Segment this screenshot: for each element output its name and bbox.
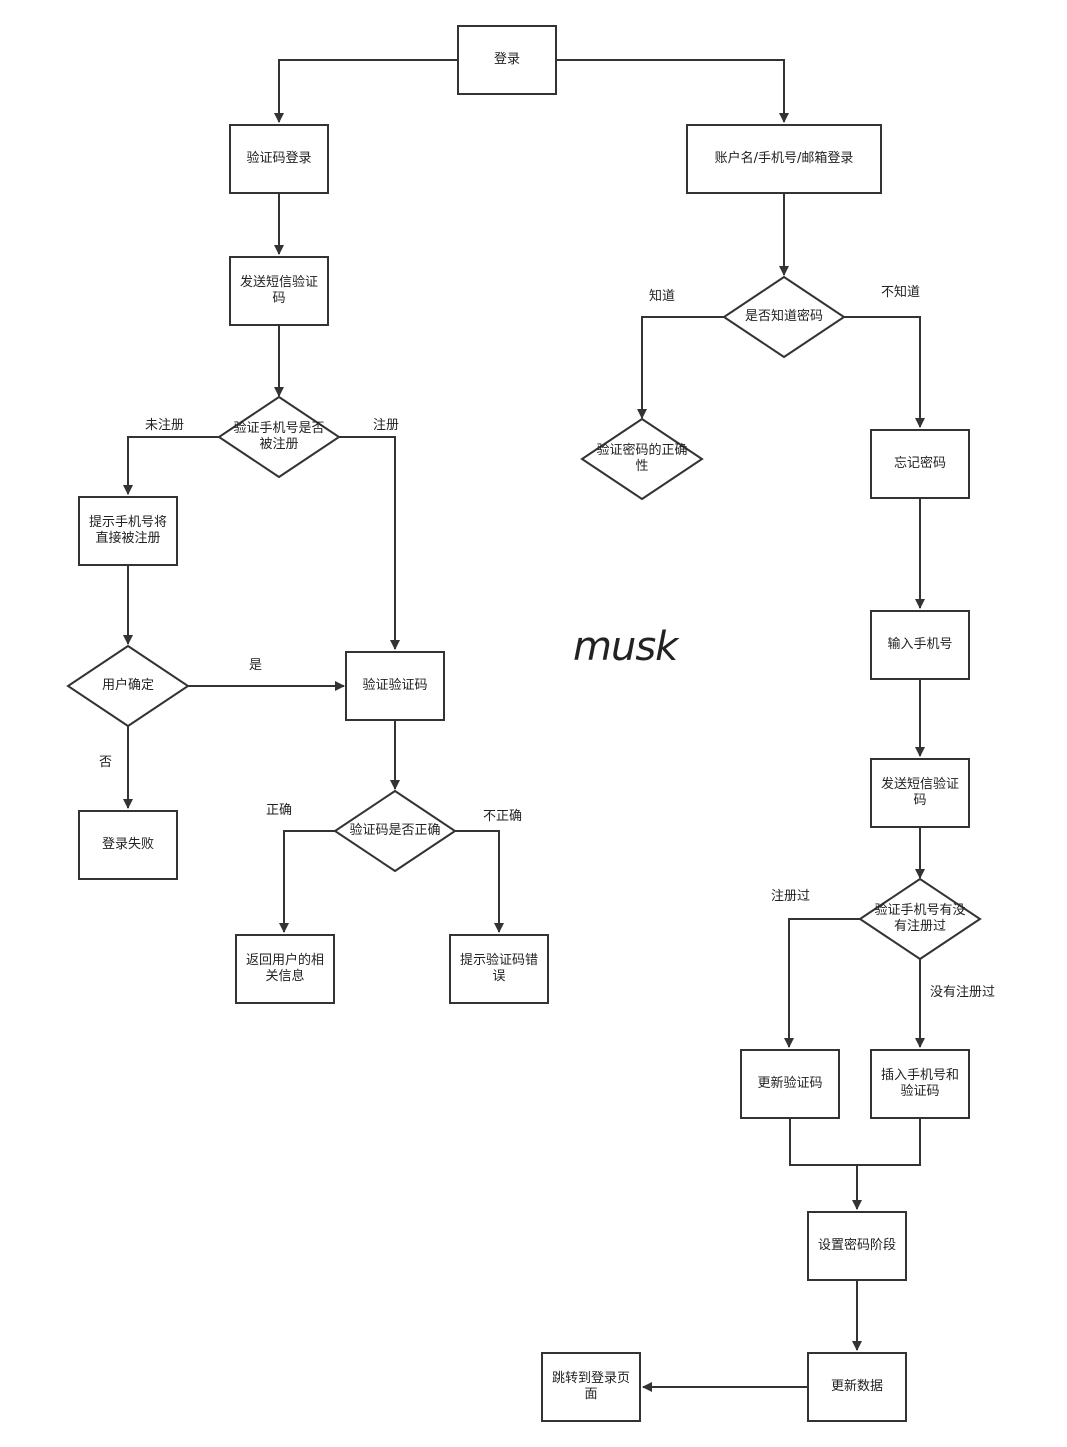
node-insert-phone-code: 插入手机号和验证码 — [870, 1049, 970, 1119]
edge-login-to-account-login — [557, 59, 789, 123]
decision-code-correct-shape — [333, 789, 457, 873]
edge-has-registered — [784, 918, 860, 1048]
node-send-sms-left: 发送短信验证码 — [229, 256, 329, 326]
node-code-login: 验证码登录 — [229, 124, 329, 194]
label-dont-know: 不知道 — [881, 285, 921, 300]
node-input-phone: 输入手机号 — [870, 610, 970, 680]
label-unregistered: 未注册 — [145, 418, 185, 433]
decision-user-confirm-shape — [66, 644, 190, 728]
node-update-code: 更新验证码 — [740, 1049, 840, 1119]
edge-dont-know — [844, 316, 925, 428]
decision-verify-password: 验证密码的正确性 — [596, 443, 688, 474]
decision-code-correct: 验证码是否正确 — [349, 823, 441, 838]
decision-know-password: 是否知道密码 — [744, 309, 823, 324]
label-yes: 是 — [249, 658, 263, 673]
label-no: 否 — [99, 755, 113, 770]
label-has-registered: 注册过 — [771, 889, 811, 904]
label-registered: 注册 — [373, 418, 400, 433]
edge-login-to-code-login — [274, 59, 457, 123]
node-send-sms-right: 发送短信验证码 — [870, 758, 970, 828]
node-login: 登录 — [457, 25, 557, 95]
node-return-user-info: 返回用户的相关信息 — [235, 934, 335, 1004]
decision-check-registered: 验证手机号是否被注册 — [233, 421, 325, 452]
decision-user-confirm: 用户确定 — [101, 678, 154, 693]
edge-merge — [789, 1119, 921, 1166]
decision-know-password-shape — [722, 275, 846, 359]
decision-verify-password-shape — [580, 417, 704, 501]
node-set-password: 设置密码阶段 — [807, 1211, 907, 1281]
decision-check-registered-shape — [217, 395, 341, 479]
edge-incorrect — [455, 830, 504, 933]
label-not-registered: 没有注册过 — [930, 985, 996, 1000]
watermark-text: musk — [573, 624, 678, 670]
decision-check-phone-shape — [858, 877, 982, 961]
edge-know — [637, 316, 724, 419]
label-correct: 正确 — [266, 803, 293, 818]
label-incorrect: 不正确 — [483, 809, 523, 824]
node-forgot-password: 忘记密码 — [870, 429, 970, 499]
node-account-login: 账户名/手机号/邮箱登录 — [686, 124, 882, 194]
label-know: 知道 — [649, 289, 676, 304]
node-update-data: 更新数据 — [807, 1352, 907, 1422]
node-login-failed: 登录失败 — [78, 810, 178, 880]
edge-registered — [339, 436, 400, 650]
node-prompt-code-error: 提示验证码错误 — [449, 934, 549, 1004]
node-goto-login-page: 跳转到登录页面 — [541, 1352, 641, 1422]
edge-correct — [279, 830, 335, 933]
decision-check-phone: 验证手机号有没有注册过 — [874, 903, 966, 934]
node-prompt-auto-register: 提示手机号将直接被注册 — [78, 496, 178, 566]
node-verify-code: 验证验证码 — [345, 651, 445, 721]
edge-unregistered — [123, 436, 219, 495]
